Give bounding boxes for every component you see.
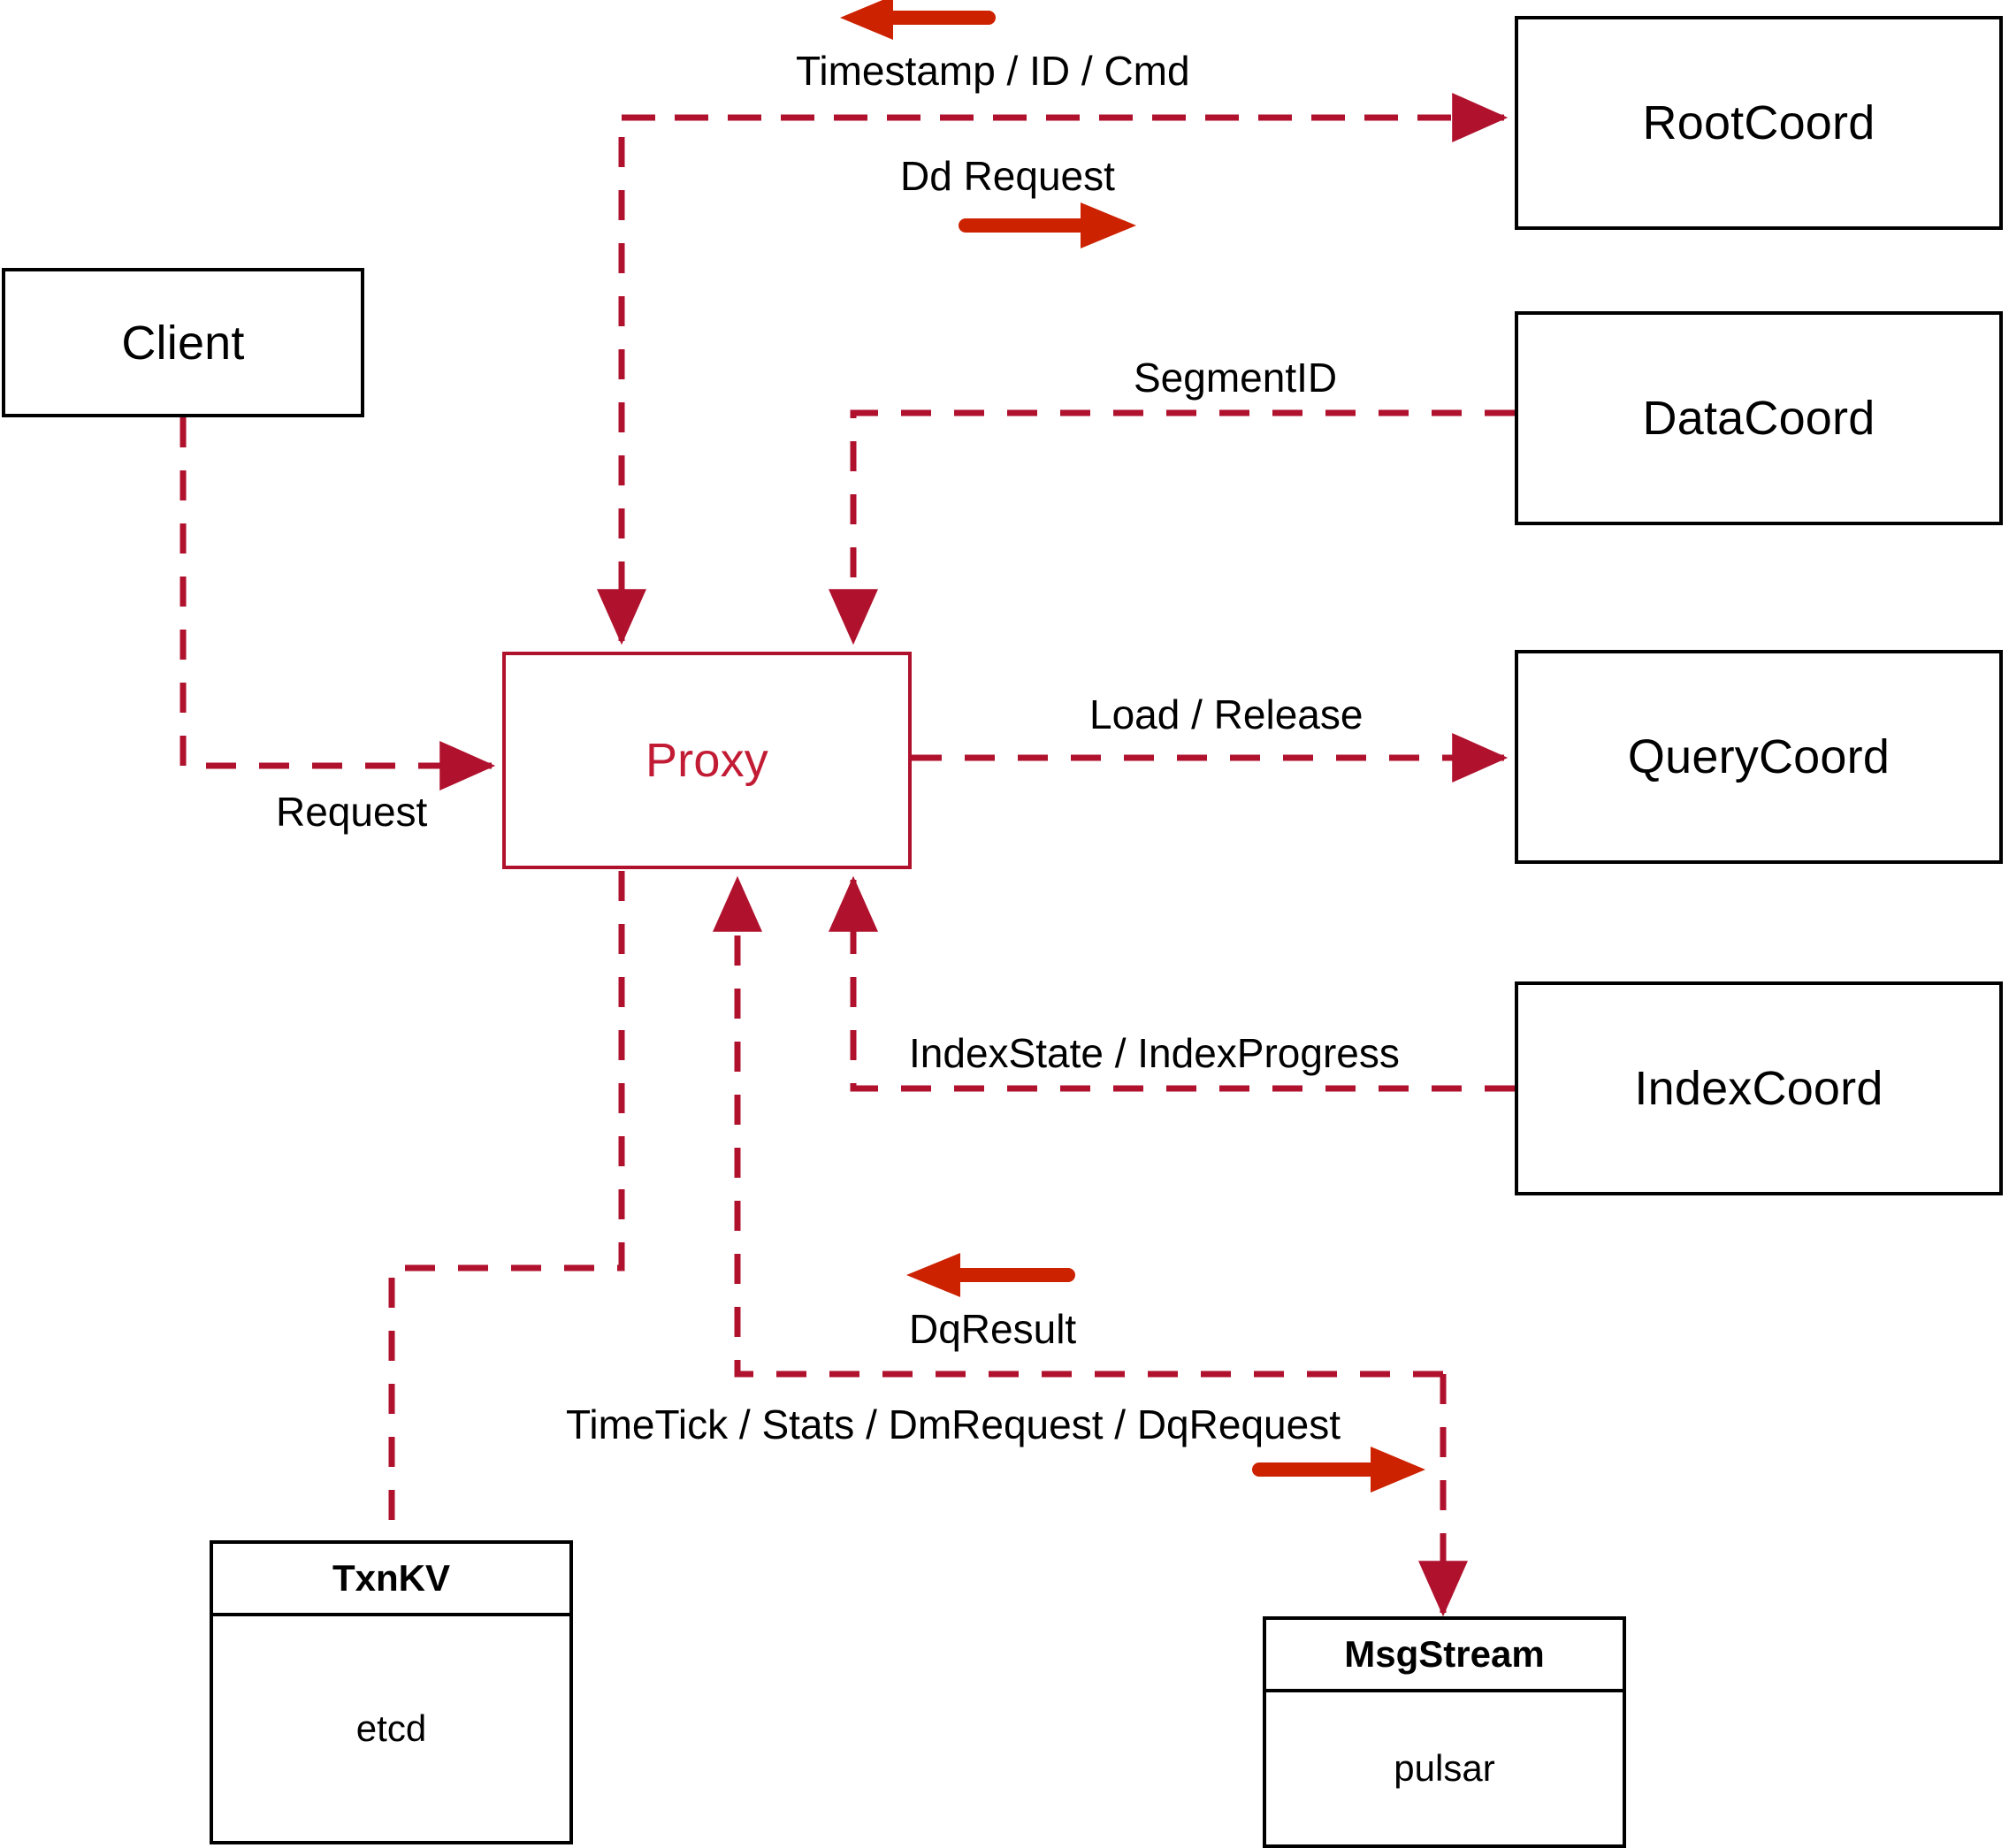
node-client[interactable]: Client xyxy=(2,268,364,417)
node-msgstream-body: pulsar xyxy=(1394,1747,1495,1789)
edge-label-timestamp-id-cmd: Timestamp / ID / Cmd xyxy=(796,48,1190,94)
node-indexcoord[interactable]: IndexCoord xyxy=(1515,981,2003,1195)
edge-proxy-msgstream xyxy=(713,875,1468,1617)
arrow-left-icon-timestamp xyxy=(840,0,996,40)
node-txnkv-body: etcd xyxy=(355,1707,427,1749)
node-rootcoord[interactable]: RootCoord xyxy=(1515,16,2003,230)
node-indexcoord-label: IndexCoord xyxy=(1634,1062,1883,1115)
edge-indexcoord-to-proxy xyxy=(829,875,1515,1092)
edge-label-request: Request xyxy=(276,789,428,835)
node-txnkv[interactable]: TxnKV etcd xyxy=(210,1540,573,1844)
edge-rootcoord-to-proxy xyxy=(597,93,1509,645)
arrow-right-icon-ddrequest xyxy=(959,202,1136,248)
node-datacoord-label: DataCoord xyxy=(1642,392,1875,445)
node-msgstream[interactable]: MsgStream pulsar xyxy=(1263,1616,1626,1848)
edge-label-load-release: Load / Release xyxy=(1089,691,1364,737)
arrow-right-icon-timetick xyxy=(1252,1447,1425,1493)
edge-client-to-proxy xyxy=(180,417,496,790)
node-datacoord[interactable]: DataCoord xyxy=(1515,311,2003,525)
node-proxy[interactable]: Proxy xyxy=(502,652,912,869)
edge-datacoord-to-proxy xyxy=(829,409,1515,645)
edge-label-timetick-stats-dm-dq: TimeTick / Stats / DmRequest / DqRequest xyxy=(566,1401,1341,1447)
edge-label-segment-id: SegmentID xyxy=(1134,355,1338,401)
node-rootcoord-label: RootCoord xyxy=(1642,96,1875,149)
node-msgstream-header: MsgStream xyxy=(1266,1620,1623,1692)
arrow-left-icon-dqresult xyxy=(906,1253,1075,1297)
edge-proxy-to-txnkv xyxy=(388,871,625,1540)
edge-label-index-state-progress: IndexState / IndexProgress xyxy=(909,1030,1400,1076)
node-txnkv-header: TxnKV xyxy=(213,1544,569,1616)
node-proxy-label: Proxy xyxy=(645,734,769,787)
node-client-label: Client xyxy=(121,316,245,370)
node-querycoord[interactable]: QueryCoord xyxy=(1515,650,2003,864)
edge-label-dq-result: DqResult xyxy=(909,1306,1077,1352)
node-querycoord-label: QueryCoord xyxy=(1627,730,1891,783)
edge-label-dd-request: Dd Request xyxy=(900,153,1115,199)
